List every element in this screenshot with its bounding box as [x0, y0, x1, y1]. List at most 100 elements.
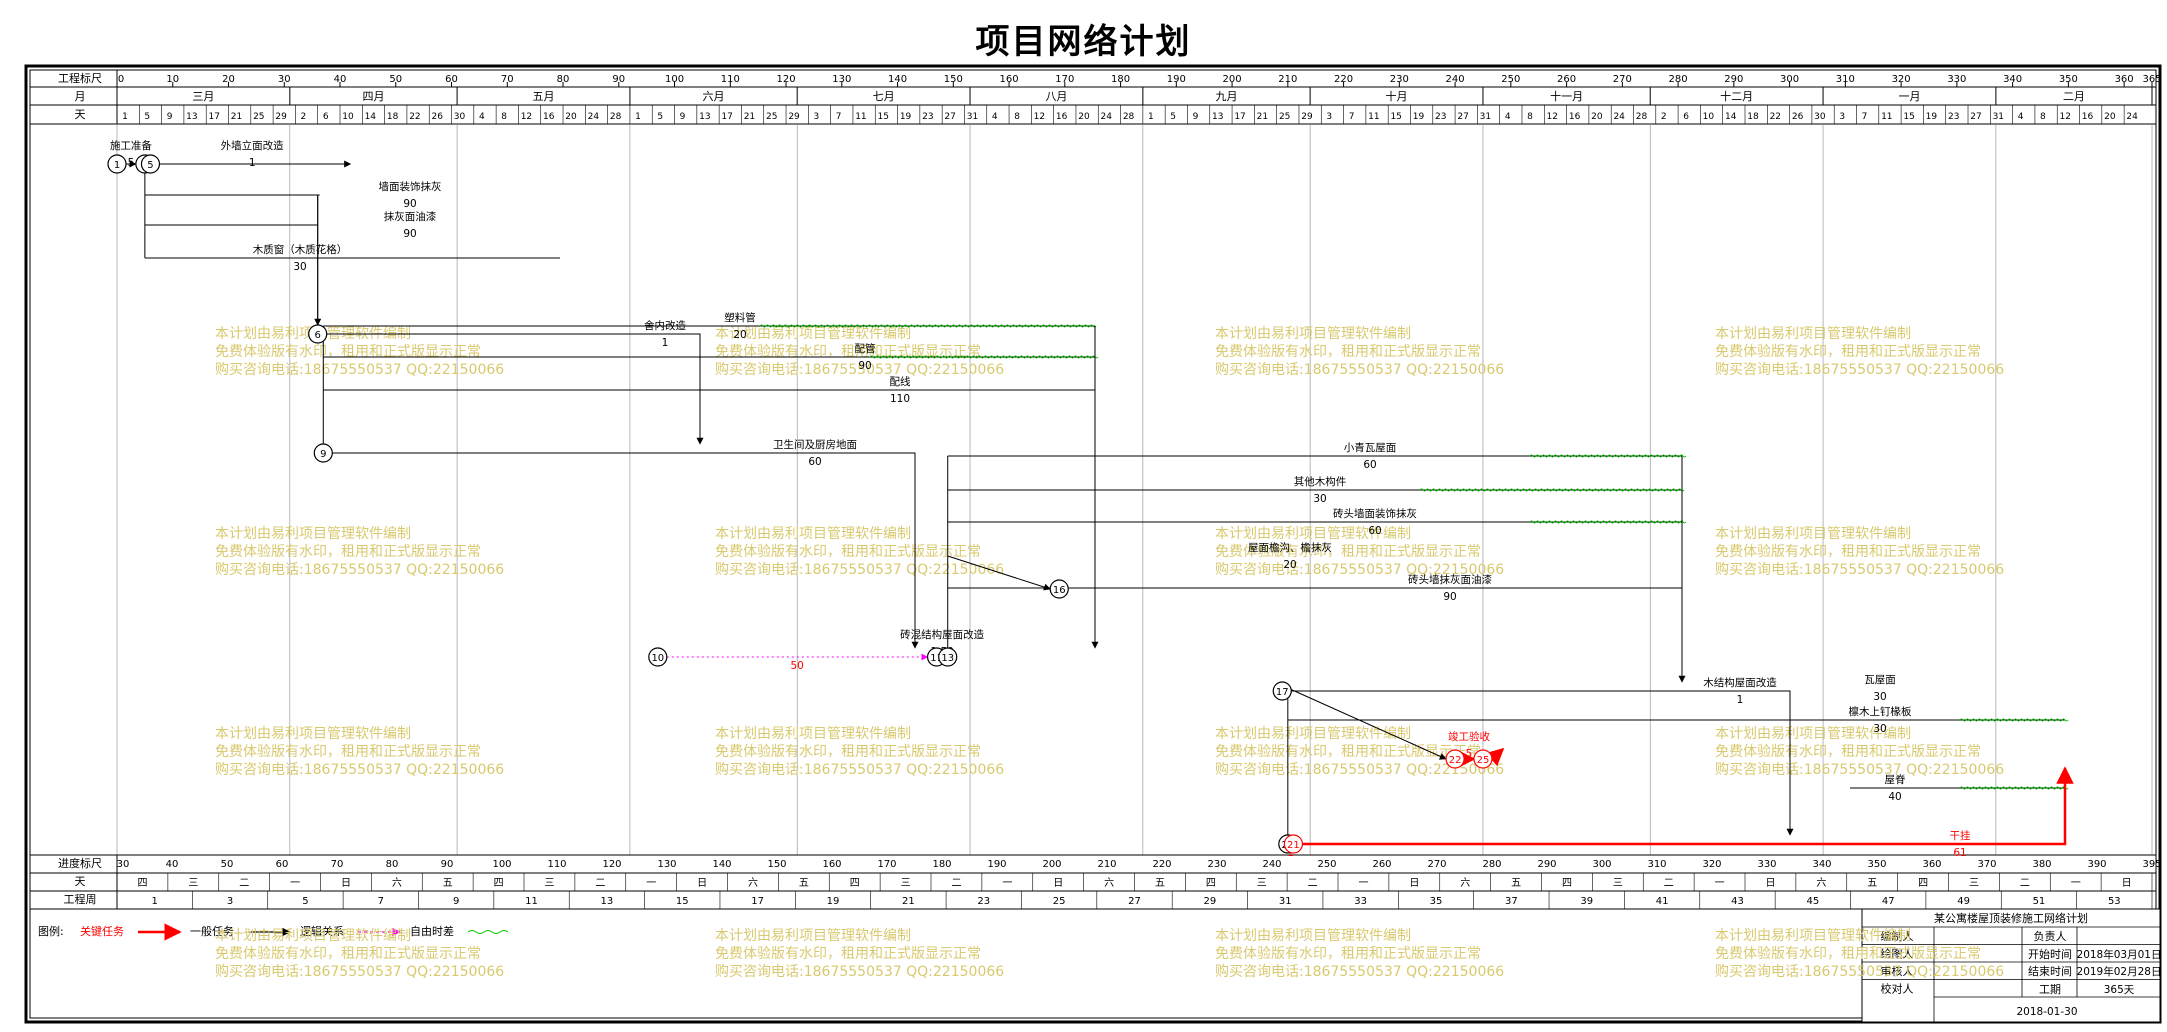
activity-name: 砖头墙面装饰抹灰	[1333, 507, 1417, 520]
activity-name: 木质窗（木质花格）	[253, 243, 348, 256]
watermark-text: 免费体验版有水印，租用和正式版显示正常	[715, 744, 981, 760]
day-cell: 24	[2126, 112, 2138, 122]
scale-tick: 170	[1055, 74, 1074, 85]
scale-tick: 100	[665, 74, 684, 85]
watermark-text: 购买咨询电话:18675550537 QQ:22150066	[215, 562, 504, 578]
progress-tick: 340	[1812, 859, 1831, 870]
activity-arrow	[1287, 687, 1447, 760]
day-cell: 28	[1636, 112, 1648, 122]
weekday-cell: 五	[1867, 878, 1877, 889]
watermark-text: 免费体验版有水印，租用和正式版显示正常	[1215, 744, 1481, 760]
node-number: 25	[1477, 755, 1490, 766]
scale-tick: 40	[334, 74, 347, 85]
day-cell: 26	[1792, 112, 1804, 122]
scale-tick: 320	[1892, 74, 1911, 85]
day-cell: 6	[323, 112, 329, 122]
day-cell: 4	[479, 112, 485, 122]
activity-duration: 1	[662, 337, 669, 349]
day-cell: 25	[766, 112, 777, 122]
scale-tick: 300	[1780, 74, 1799, 85]
activity-duration: 60	[1363, 459, 1376, 471]
weekday-cell: 五	[1155, 878, 1165, 889]
week-cell: 43	[1731, 896, 1744, 907]
week-cell: 15	[676, 896, 689, 907]
watermark-text: 本计划由易利项目管理软件编制	[715, 326, 911, 342]
free-float-wave	[1419, 488, 1685, 492]
legend-float-label: 自由时差	[410, 924, 454, 938]
day-cell: 20	[1078, 112, 1090, 122]
month-label: 月	[75, 90, 86, 103]
week-cell: 7	[378, 896, 384, 907]
watermark-text: 本计划由易利项目管理软件编制	[715, 726, 911, 742]
weekday-cell: 日	[2122, 878, 2132, 889]
network-node	[1049, 579, 1069, 599]
activity-name: 屋脊	[1885, 773, 1907, 786]
progress-tick: 150	[767, 859, 786, 870]
day-cell: 3	[813, 112, 819, 122]
critical-exit	[1485, 747, 1505, 767]
watermark-text: 购买咨询电话:18675550537 QQ:22150066	[715, 562, 1004, 578]
scale-tick: 130	[832, 74, 851, 85]
progress-tick: 270	[1427, 859, 1446, 870]
day-cell: 21	[744, 112, 755, 122]
day-cell: 6	[1683, 112, 1689, 122]
info-end-label: 结束时间	[2028, 965, 2072, 978]
network-node	[1272, 681, 1292, 701]
weekday-cell: 六	[1104, 877, 1114, 889]
weekday-cell: 二	[951, 878, 961, 889]
weekday-cell: 六	[748, 877, 758, 889]
progress-tick: 100	[492, 859, 511, 870]
week-cell: 37	[1505, 896, 1518, 907]
day-cell: 12	[521, 112, 532, 122]
activity-duration: 110	[890, 393, 910, 405]
day-cell: 27	[944, 112, 955, 122]
activity-name: 配线	[890, 375, 911, 388]
free-float-wave	[1529, 520, 1687, 524]
weekday-cell: 一	[2071, 878, 2081, 889]
info-row-label: 审核人	[1881, 964, 1914, 978]
day-cell: 25	[1279, 112, 1290, 122]
watermark-text: 本计划由易利项目管理软件编制	[715, 928, 911, 944]
weekday-cell: 一	[1715, 878, 1725, 889]
day-cell: 27	[1457, 112, 1468, 122]
progress-tick: 140	[712, 859, 731, 870]
activity-duration: 40	[1888, 791, 1901, 803]
day-cell: 25	[253, 112, 264, 122]
weekday-cell: 三	[188, 878, 198, 889]
day-cell: 29	[1301, 112, 1313, 122]
scale-tick: 220	[1334, 74, 1353, 85]
week-cell: 17	[751, 896, 764, 907]
progress-tick: 30	[117, 859, 130, 870]
day-cell: 10	[1703, 112, 1715, 122]
scale-tick: 10	[166, 74, 179, 85]
day-cell: 21	[231, 112, 242, 122]
day-cell: 23	[1948, 112, 1959, 122]
watermark-text: 免费体验版有水印，租用和正式版显示正常	[1715, 544, 1981, 560]
activity-name: 砖头墙抹灰面油漆	[1408, 573, 1492, 586]
weekday-cell: 六	[1460, 877, 1470, 889]
scale-label: 工程标尺	[58, 71, 102, 85]
watermark-text: 购买咨询电话:18675550537 QQ:22150066	[1215, 762, 1504, 778]
month-cell: 七月	[873, 90, 895, 103]
progress-tick: 130	[657, 859, 676, 870]
day-cell: 11	[855, 112, 866, 122]
activity-name: 瓦屋面	[1864, 674, 1896, 686]
month-cell: 二月	[2063, 90, 2085, 103]
month-cell: 四月	[362, 90, 384, 103]
activity-duration: 30	[1873, 723, 1886, 735]
watermark-text: 购买咨询电话:18675550537 QQ:22150066	[1215, 362, 1504, 378]
node-number: 16	[1053, 585, 1066, 596]
activity-duration: 90	[1443, 591, 1456, 603]
day-cell: 1	[122, 112, 128, 122]
scale-tick: 280	[1669, 74, 1688, 85]
progress-tick: 310	[1647, 859, 1666, 870]
scale-tick: 0	[118, 74, 124, 85]
day-cell: 4	[1505, 112, 1511, 122]
day-cell: 15	[878, 112, 889, 122]
progress-tick: 70	[331, 859, 344, 870]
activity-name: 竣工验收	[1448, 730, 1490, 743]
day-cell: 7	[1862, 112, 1868, 122]
day-cell: 13	[699, 112, 710, 122]
activity-duration: 20	[733, 329, 746, 341]
